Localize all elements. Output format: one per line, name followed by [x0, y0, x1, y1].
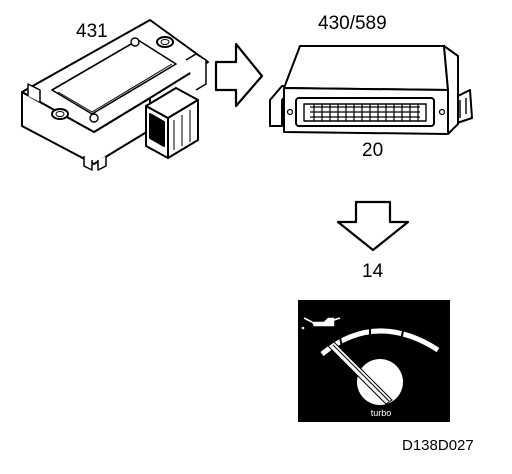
- tab-right: [185, 53, 207, 91]
- ecu-screw-left: [286, 108, 294, 116]
- connector-ridge: [173, 110, 191, 150]
- control-unit-label: 430/589: [318, 13, 387, 34]
- gauge-scale-tick-1: [339, 337, 343, 347]
- screw-rear: [130, 37, 140, 47]
- map-sensor-label: 431: [76, 21, 108, 42]
- sensor-inner-panel-shadow: [57, 63, 173, 113]
- flange-left: [269, 85, 295, 127]
- tab-bottom-2: [97, 156, 107, 171]
- screw-front: [89, 113, 99, 123]
- gauge-scale-tick-3: [400, 330, 404, 341]
- mount-hole-rear-inner: [160, 39, 170, 45]
- tab-left: [27, 83, 41, 102]
- ecu-pin-rows: [310, 104, 420, 121]
- control-unit: [269, 45, 473, 135]
- connector-latch: [149, 113, 165, 147]
- arrow-down-icon: [336, 200, 410, 252]
- reference-code: D138D027: [402, 437, 474, 454]
- tab-bottom-1: [83, 156, 93, 171]
- gauge-needle-hub: [357, 359, 403, 405]
- gauge-number-label: 14: [362, 261, 384, 282]
- ecu-top-face: [283, 45, 449, 91]
- sensor-inner-panel: [51, 39, 177, 115]
- ecu-screw-right: [438, 108, 446, 116]
- mount-hole-front-inner: [55, 111, 65, 117]
- gauge-needle-core: [332, 344, 390, 402]
- oil-can-icon: [301, 317, 341, 330]
- ecu-side-face: [443, 45, 459, 135]
- gauge-turbo-text: turbo: [371, 408, 392, 418]
- control-unit-pin-label: 20: [362, 140, 384, 161]
- map-sensor: [21, 19, 209, 171]
- turbo-gauge: turbo: [298, 300, 450, 422]
- arrow-right-icon: [214, 42, 264, 108]
